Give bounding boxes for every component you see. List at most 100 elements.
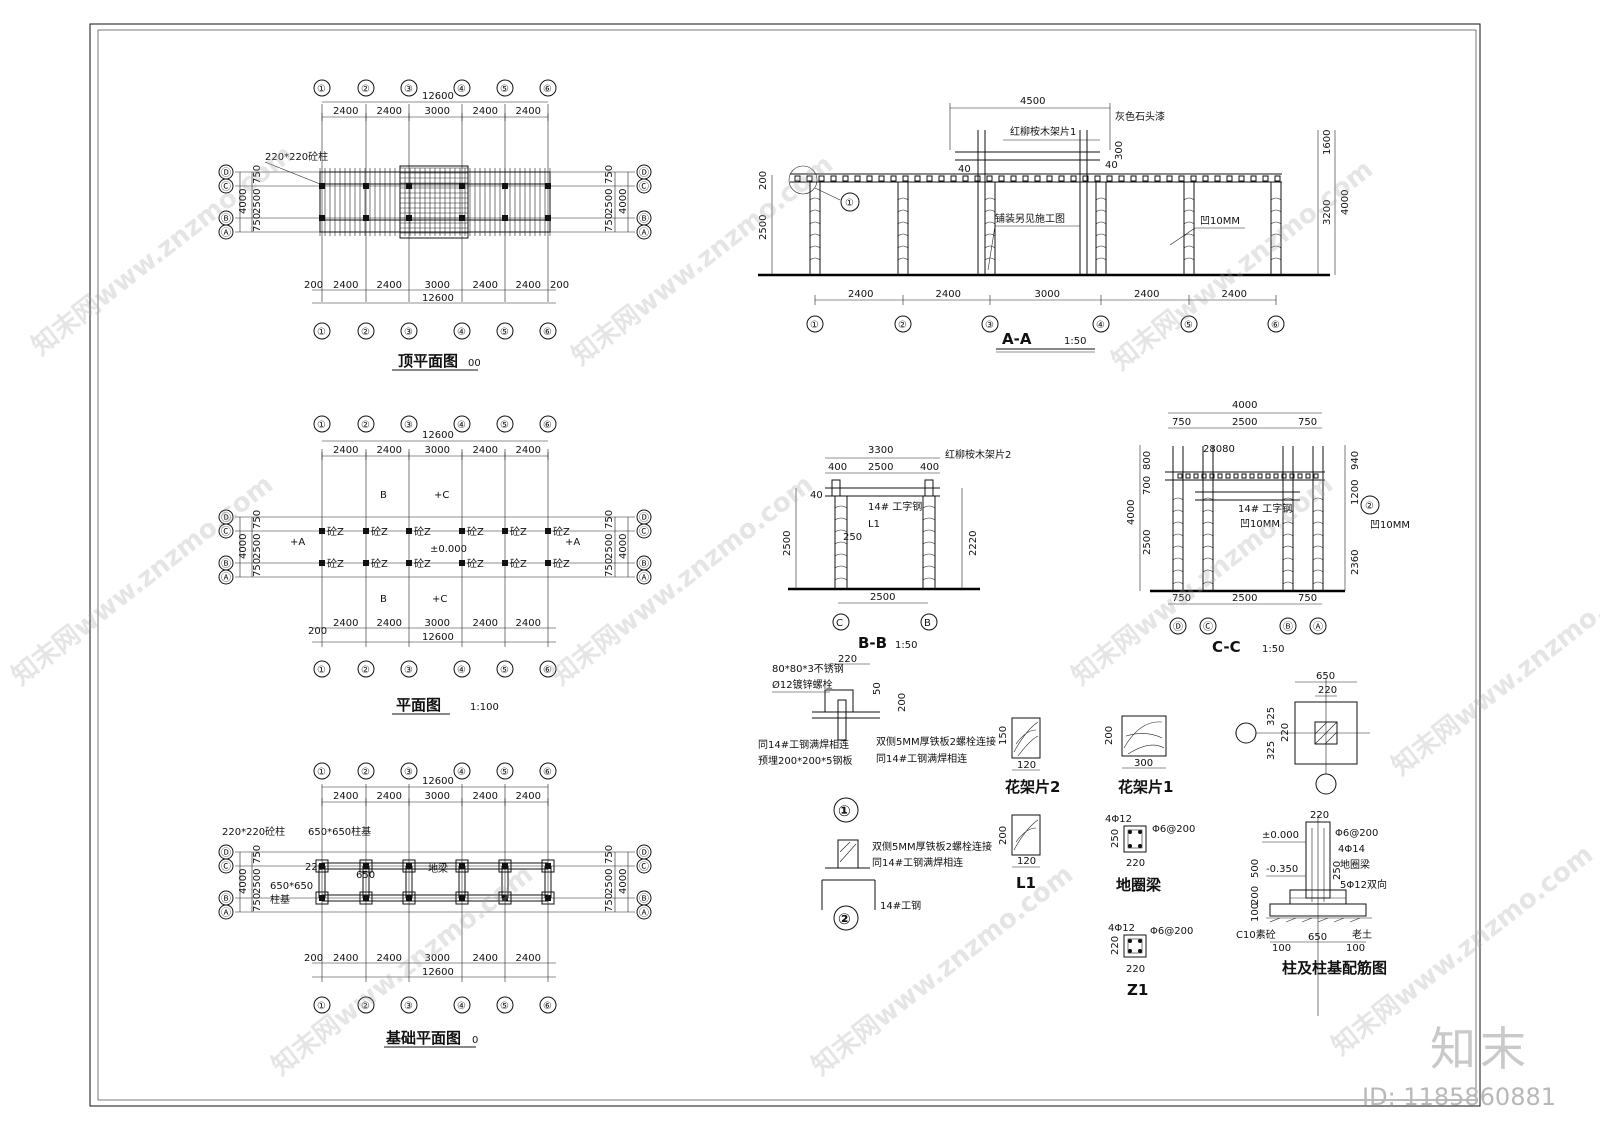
pad-220: 220 [1318,685,1337,696]
dql-220: 220 [1126,858,1145,869]
aa-rafter [1214,175,1221,182]
found-axis-bubble-l [218,858,234,874]
bb-scale: 1:50 [895,640,917,651]
aa-axis-number: ② [898,320,907,331]
plan-col-label: 砼Z [510,557,527,570]
plan-b-axis-number: ④ [457,665,466,676]
aa-rafter [794,175,801,182]
plan-col-label: 砼Z [467,557,484,570]
plan-cut-b-bottom: B [380,594,387,605]
plan-vdim-text: 750 [604,558,615,577]
cc-column-groove [1172,569,1184,573]
plan-axis-bubble [453,415,471,433]
d1-note3: 同14#工钢满焊相连 [758,738,849,751]
found-b-axis-bubble [539,996,557,1014]
aa-300: 300 [1114,141,1125,160]
roof-axis-number: ② [361,84,370,95]
footing-section: 220 Φ6@200 4Φ14 ±0.000 -0.350 地圈梁 5Φ12双向… [1236,810,1387,1016]
plan-axis-bubble [400,415,418,433]
cc-column-groove [1202,521,1214,525]
aa-column-groove [809,245,821,249]
found-b-axis-bubble [313,996,331,1014]
found-column [319,895,325,901]
cc-rafter [1313,473,1319,479]
fd-beam: 地圈梁 [1340,858,1370,871]
l1-section: 120 200 L1 [998,814,1041,892]
plan-col-label: 砼Z [371,557,388,570]
cc-column-groove [1282,533,1294,537]
found-b-axis-number: ① [317,1001,326,1012]
roof-vdim-text: 750 [252,165,263,184]
found-scale: 0 [472,1035,478,1046]
aa-rafter [1118,175,1125,182]
found-axis-bubble [539,762,557,780]
fd-200: 200 [1250,886,1261,905]
cc-axis-letter: Ⓓ [1173,621,1183,633]
found-column [545,863,551,869]
roof-axis-bubble [453,79,471,97]
bb-base-2500: 2500 [870,592,895,603]
aa-axis-bubble [1092,315,1110,333]
plan-column [545,528,551,534]
roof-b-axis-number: ④ [457,327,466,338]
cc-column-groove [1172,581,1184,585]
plan-cut-a-right: +A [565,537,580,548]
section-aa: 4500 灰色石头漆 红柳桉木架片1 铺装另见施工图 凹10MM 40 40 3… [758,96,1351,353]
fd-lv2: -0.350 [1266,864,1298,875]
plan-dim-text: 2400 [473,445,498,456]
hj2-section: 120 150 花架片2 [998,717,1060,796]
d1-id: ① [838,802,851,820]
found-bdim-text: 2400 [333,953,358,964]
found-b-axis-number: ⑤ [500,1001,509,1012]
bb-2500: 2500 [868,462,893,473]
found-dim-text: 2400 [516,791,541,802]
aa-rafter [1226,175,1233,182]
aa-column-groove [984,221,996,225]
roof-axis-bubble [357,79,375,97]
pad-650: 650 [1316,671,1335,682]
fd-stir: Φ6@200 [1335,828,1378,839]
plan-cut-c-bottom: +C [432,594,447,605]
z1-top: 4Φ12 [1108,923,1135,934]
aa-rafter [1166,175,1173,182]
found-axis-letter-r: Ⓐ [639,907,649,919]
fd-650: 650 [1308,932,1327,943]
plan-b-axis-number: ③ [404,665,413,676]
cc-rafter [1273,473,1279,479]
roof-axis-number: ⑥ [543,84,552,95]
aa-rafter [926,175,933,182]
roof-axis-bubble-r [636,178,652,194]
roof-axis-letter-l: Ⓑ [221,213,231,225]
pad-325a: 325 [1266,707,1277,726]
cc-scale: 1:50 [1262,644,1284,655]
hj2-120: 120 [1017,760,1036,771]
aa-column-groove [984,197,996,201]
roof-edge-r: 200 [550,280,569,291]
plan-col-label: 砼Z [327,525,344,538]
cc-column-groove [1172,509,1184,513]
plan-vdim-text: 2500 [604,534,615,559]
found-bdim-text: 2400 [473,953,498,964]
found-base-label3: 柱基 [270,893,290,906]
section-cc: 4000 750 2500 750 28080 14# 工字钢 凹10MM 40… [1126,400,1410,656]
cc-column-groove [1312,581,1324,585]
aa-axis-bubble [1267,315,1285,333]
roof-vdim-text: 750 [604,213,615,232]
hj1-section: 300 200 花架片1 [1104,715,1173,796]
cc-h-700: 700 [1142,476,1153,495]
roof-b-axis-number: ⑤ [500,327,509,338]
l1-label: L1 [1016,874,1036,892]
plan-cut-b-top: B [380,490,387,501]
found-axis-bubble [453,762,471,780]
plan-vdim-text: 750 [252,510,263,529]
plan-bdim-text: 2400 [333,618,358,629]
plan-b-axis-bubble [496,660,514,678]
hj1-300: 300 [1134,758,1153,769]
roof-vdim-text: 2500 [604,189,615,214]
found-title: 基础平面图 [385,1029,461,1047]
roof-center-frame [399,165,469,239]
roof-column [502,215,508,221]
found-column [406,895,412,901]
